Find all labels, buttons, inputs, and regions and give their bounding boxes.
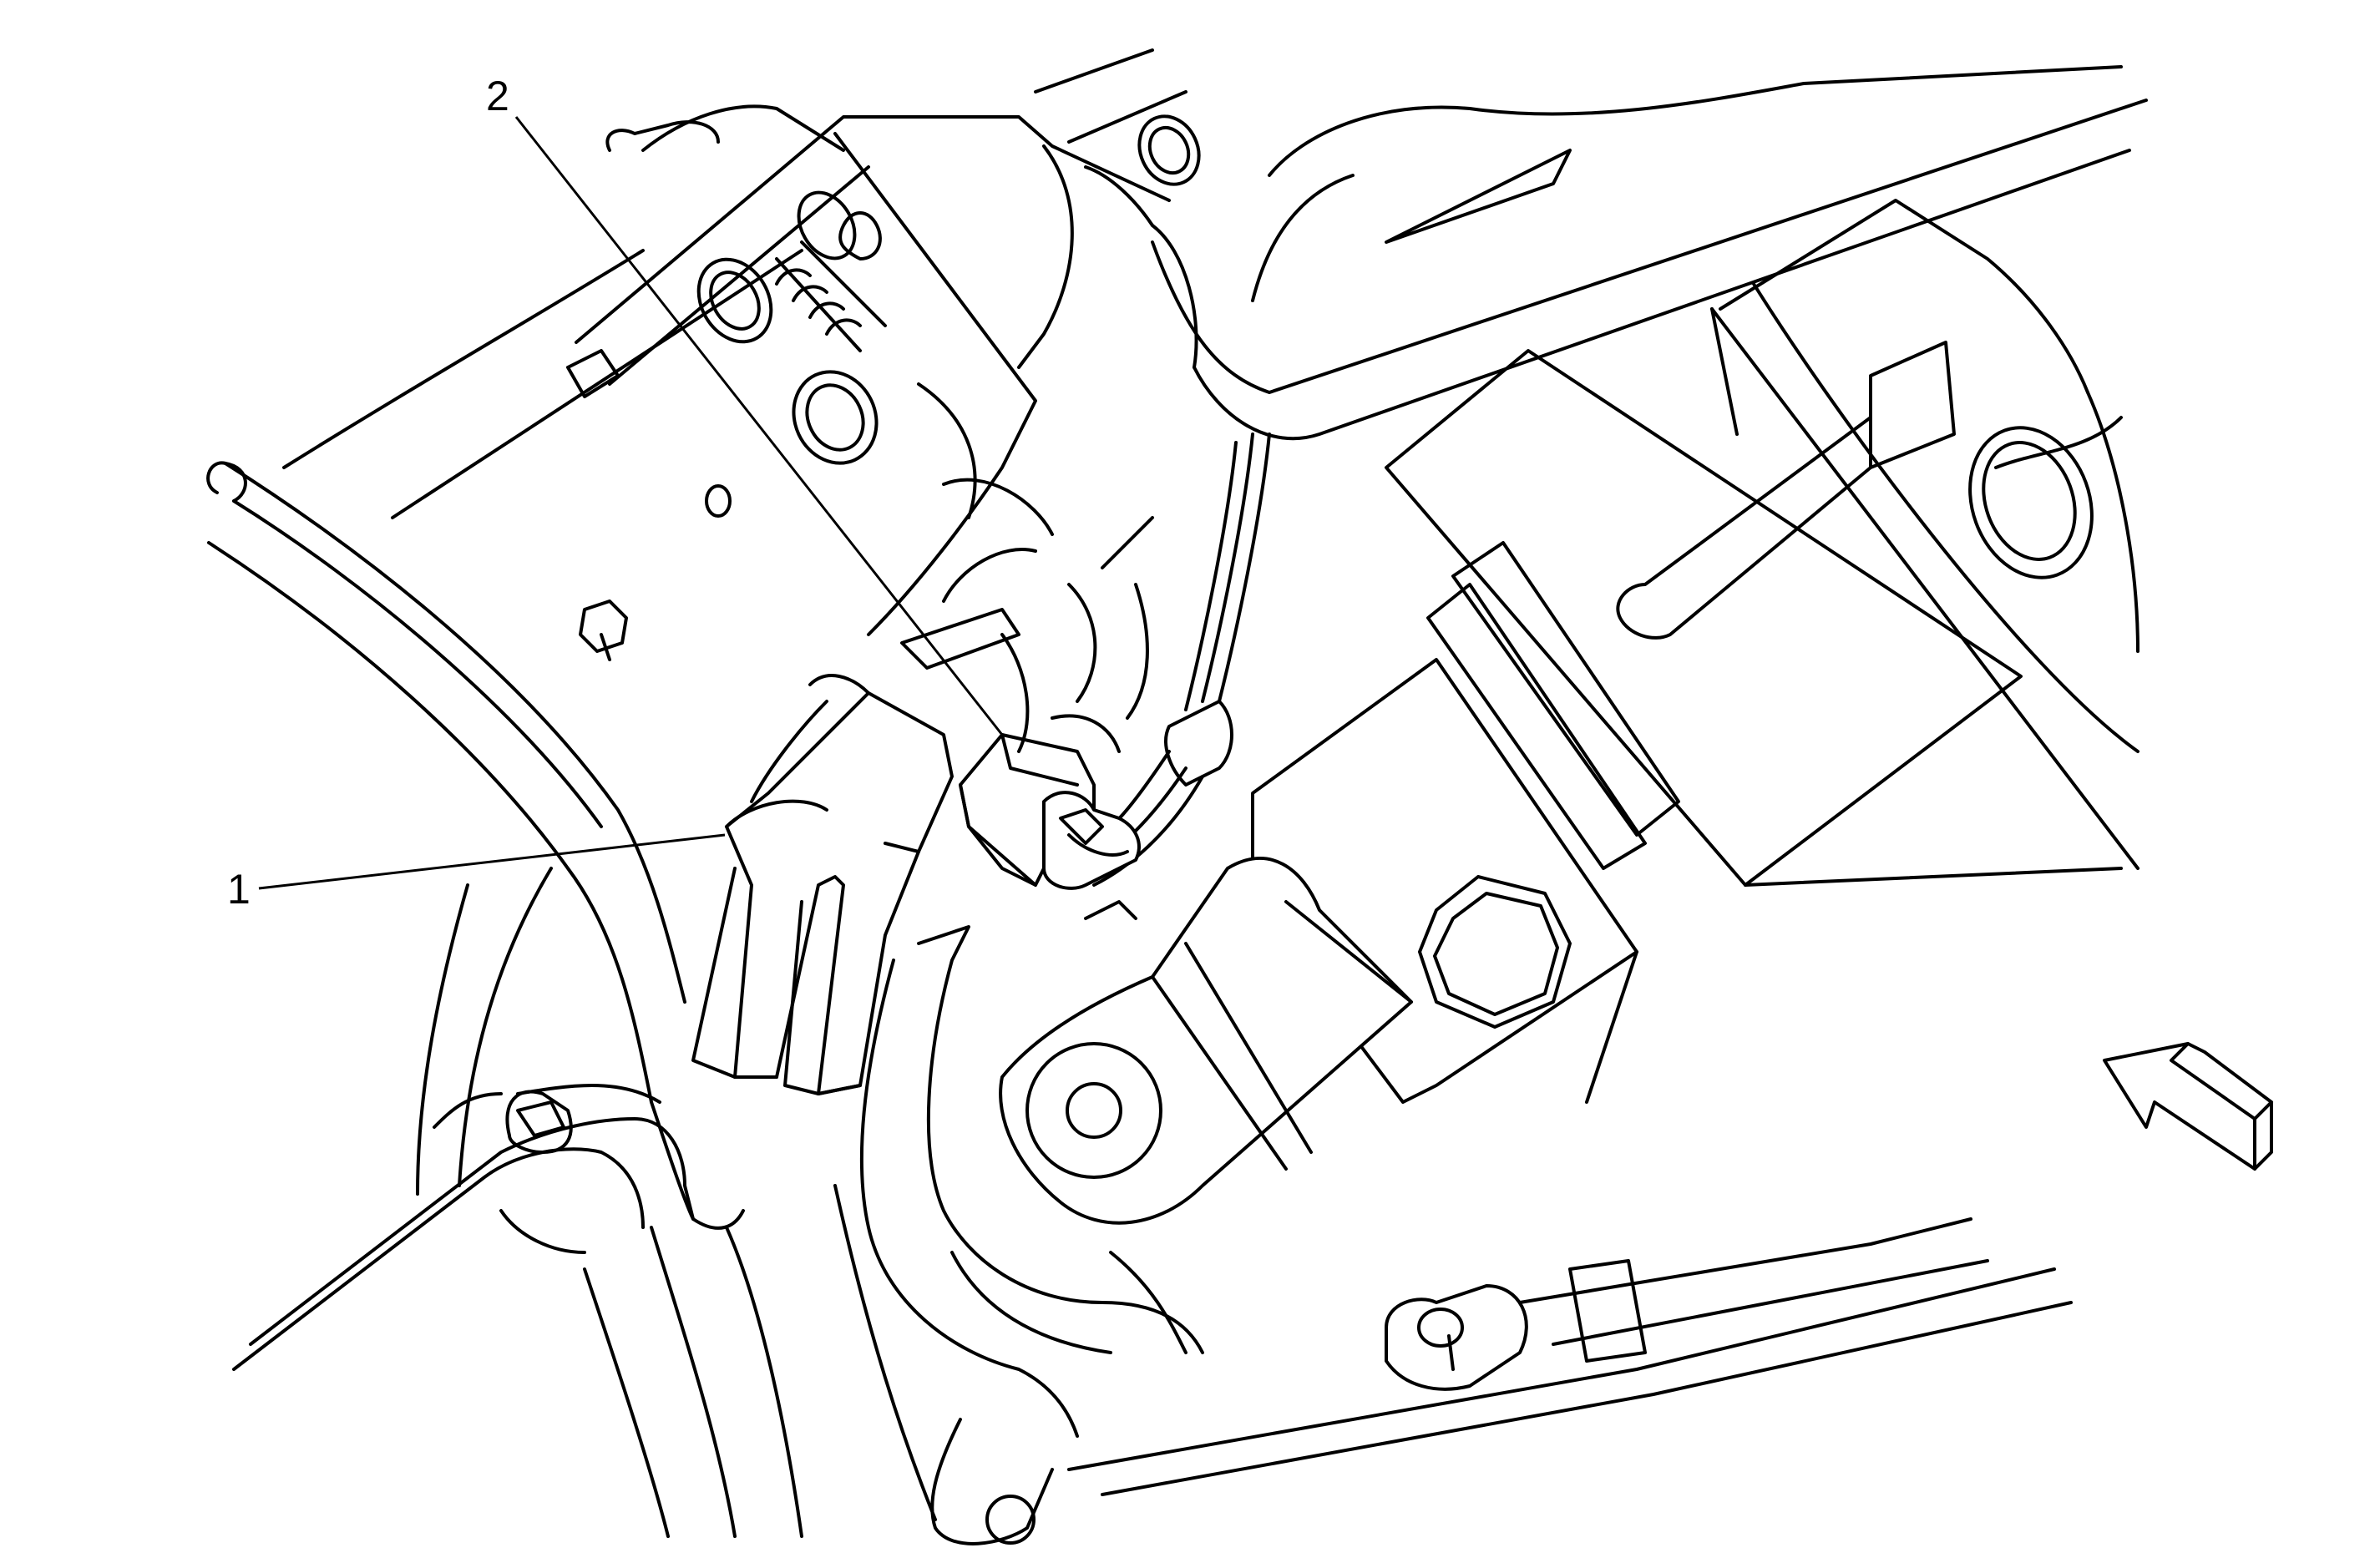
lower-bracket xyxy=(833,925,1204,1545)
callout-label-1: 1 xyxy=(227,866,251,913)
callout-label-2: 2 xyxy=(486,73,509,119)
left-frame-tubes xyxy=(206,461,803,1538)
upper-bolts xyxy=(579,114,1201,661)
link-arm xyxy=(999,857,1413,1225)
callout-leader-2 xyxy=(514,116,1004,736)
electrical-connector xyxy=(959,733,1141,890)
right-bracket xyxy=(1616,199,2139,870)
threaded-stud xyxy=(696,190,887,352)
upper-crossmember xyxy=(1034,48,2148,441)
callout-2: 2 xyxy=(486,73,1004,736)
hex-nut xyxy=(1418,875,1572,1029)
rear-bracket xyxy=(900,548,1121,753)
wiring-harness xyxy=(1076,432,1271,887)
lower-linkage-rod xyxy=(1067,1217,2073,1496)
callout-leader-1 xyxy=(258,833,726,890)
view-direction-arrow-icon xyxy=(2103,1042,2273,1171)
forked-bracket xyxy=(691,674,954,1095)
callout-1: 1 xyxy=(227,833,726,913)
